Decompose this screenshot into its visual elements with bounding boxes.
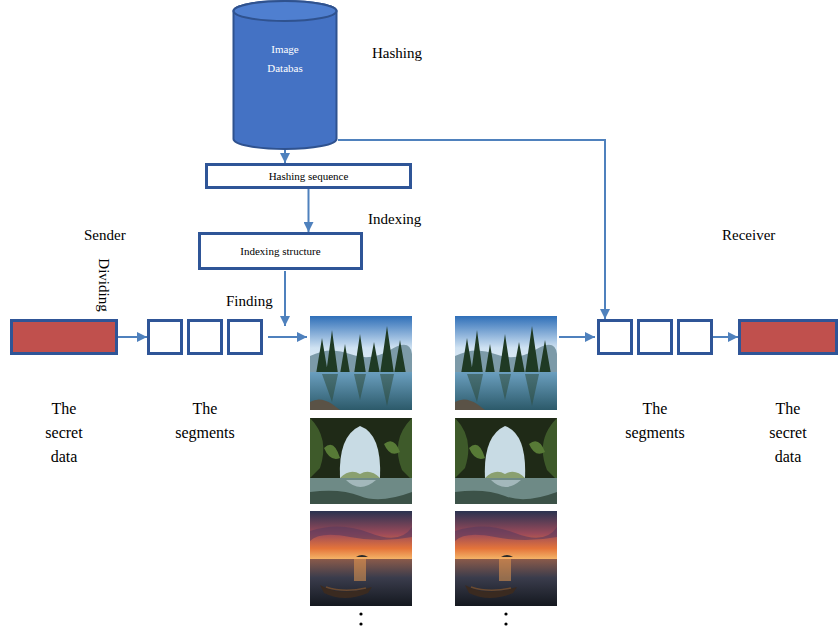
step-label: Receiver <box>722 226 775 244</box>
box-text: Hashing sequence <box>269 169 349 183</box>
cylinder-top <box>234 1 337 21</box>
ellipsis-dot <box>504 612 507 615</box>
database-cylinder: Image Databas <box>232 0 338 150</box>
flow-connector <box>118 336 147 338</box>
process-box: Hashing sequence <box>205 163 412 189</box>
lake-image <box>310 316 412 410</box>
cylinder-outline <box>232 0 338 150</box>
embed-arrow <box>268 336 307 338</box>
step-label: Sender <box>84 226 126 244</box>
extract-arrow <box>559 336 595 338</box>
segment-group: The segments <box>597 319 713 355</box>
flow-connector <box>713 336 738 338</box>
segment-group: The segments <box>147 319 263 355</box>
step-label: Dividing <box>95 258 113 311</box>
caption-text: The secret data <box>37 397 91 469</box>
secret-data-bar <box>738 319 838 355</box>
lake-image <box>455 316 557 410</box>
segment-square <box>147 319 183 355</box>
cave-image <box>455 418 557 504</box>
image-column <box>310 316 412 626</box>
ellipsis-dot <box>504 622 507 625</box>
box-text: Indexing structure <box>240 244 320 258</box>
ellipsis-dot <box>359 622 362 625</box>
image-column <box>455 316 557 626</box>
flow-connector <box>284 150 286 163</box>
cave-image <box>310 418 412 504</box>
segment-square <box>227 319 263 355</box>
segment-square <box>637 319 673 355</box>
process-box: Indexing structure <box>198 232 363 270</box>
segment-row <box>597 319 713 355</box>
ellipsis-dot <box>359 612 362 615</box>
caption-text: The segments <box>618 397 692 445</box>
cylinder-body <box>234 1 337 149</box>
step-label: Indexing <box>368 210 421 228</box>
flow-arrows <box>268 271 595 337</box>
caption-text: The segments <box>168 397 242 445</box>
segment-square <box>187 319 223 355</box>
sunset-image <box>310 511 412 606</box>
node-title: Image Databas <box>255 40 315 78</box>
segment-square <box>677 319 713 355</box>
data-bar: The secret data <box>10 319 118 355</box>
sunset-image <box>455 511 557 606</box>
flow-connector <box>308 189 310 232</box>
caption-text: The secret data <box>761 397 815 469</box>
step-label: Finding <box>226 292 273 310</box>
step-label: Hashing <box>372 44 422 62</box>
data-bar: The secret data <box>738 319 838 355</box>
secret-data-bar <box>10 319 118 355</box>
segment-row <box>147 319 263 355</box>
segment-square <box>597 319 633 355</box>
finding-arrow <box>284 271 286 326</box>
